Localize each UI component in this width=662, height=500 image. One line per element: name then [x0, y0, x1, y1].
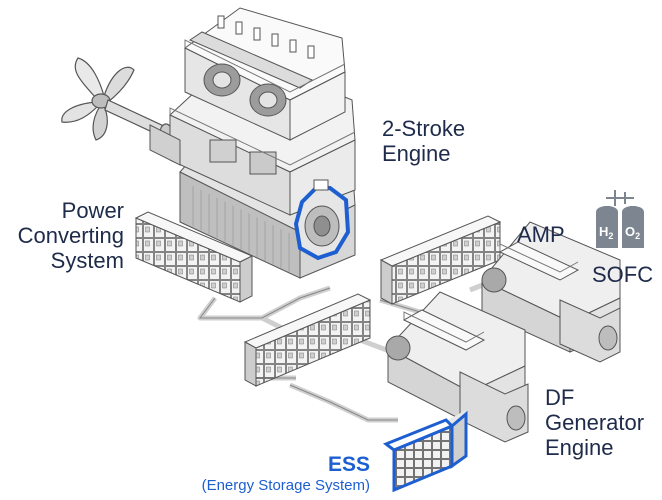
two-stroke-engine-label: 2-Stroke Engine: [382, 116, 466, 166]
power-converting-system-label: Power Converting System: [17, 198, 124, 273]
motor-icon: [293, 179, 351, 261]
switchboard-icon: [379, 215, 502, 305]
battery-rack-icon: [382, 410, 468, 493]
sofc-o2-label: O2: [625, 224, 640, 241]
ess-subtitle: (Energy Storage System): [201, 477, 370, 494]
propeller-icon: [61, 57, 173, 143]
df-generator-engine-label: DF Generator Engine: [545, 385, 645, 460]
ess-label: ESS (Energy Storage System): [202, 452, 370, 495]
sofc-label: SOFC: [592, 262, 654, 287]
amp-label: AMP: [517, 222, 565, 247]
switchboard-icon: [134, 211, 254, 303]
generator-engine-icon: [385, 291, 529, 443]
generator-engine-icon: [481, 221, 621, 363]
hydrogen-tank-icon: [596, 190, 644, 248]
switchboard-icon: [243, 293, 372, 387]
ess-title: ESS: [327, 453, 370, 476]
sofc-h2-label: H2: [599, 224, 613, 241]
